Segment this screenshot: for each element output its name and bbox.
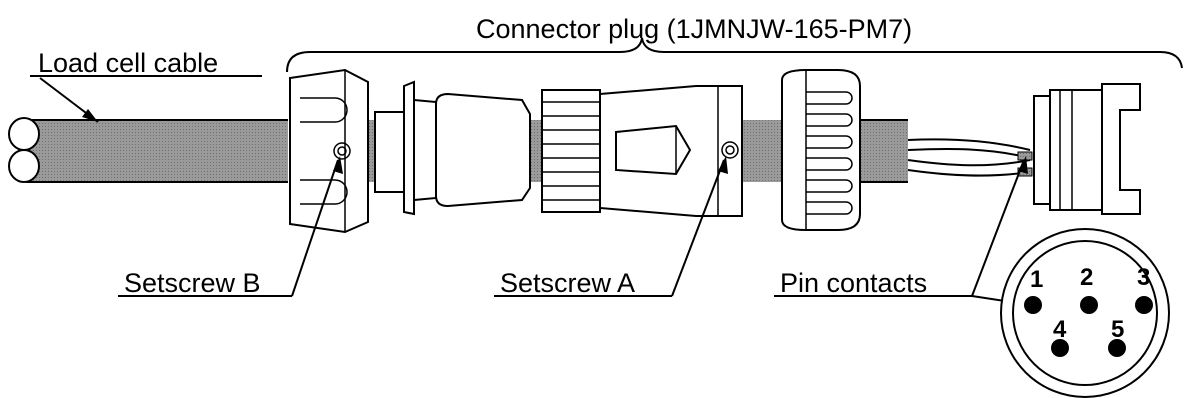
- setscrew-b-label: Setscrew B: [124, 268, 261, 298]
- coupling-ring: [781, 69, 861, 231]
- pin-5-dot: [1108, 339, 1126, 357]
- tapered-body: [435, 92, 531, 208]
- setscrew-a-arrow-icon: [718, 156, 728, 174]
- setscrew-a-label: Setscrew A: [500, 268, 635, 298]
- collar: [374, 80, 437, 216]
- pins-label: Pin contacts: [780, 268, 927, 298]
- cable-clamp: [289, 68, 369, 234]
- setscrew-b-leader: [291, 159, 339, 297]
- title-bracket: [286, 37, 1183, 73]
- cable-label: Load cell cable: [38, 48, 218, 78]
- pins-upper-arrow-icon: [1018, 156, 1028, 174]
- pin-2-dot: [1080, 296, 1098, 314]
- pins-leader-upper: [971, 159, 1025, 297]
- pin-4-label: 4: [1053, 316, 1067, 343]
- pin-3-dot: [1135, 296, 1153, 314]
- setscrew-b-icon: [333, 142, 351, 160]
- pin-1-dot: [1024, 296, 1042, 314]
- pin-2-label: 2: [1080, 264, 1093, 291]
- cable-arrow-icon: [82, 109, 98, 122]
- main-housing: [599, 85, 743, 217]
- threaded-nut: [541, 89, 601, 213]
- setscrew-b-arrow-icon: [333, 156, 343, 174]
- setscrew-a-leader: [671, 159, 725, 297]
- pin-1-label: 1: [1030, 266, 1043, 293]
- pin-5-label: 5: [1111, 316, 1124, 343]
- setscrew-a-icon: [721, 141, 739, 159]
- pins-layer: 1 2 3 4 5: [1024, 264, 1153, 357]
- pin-contact-body: [1033, 83, 1141, 215]
- cable-wires: [907, 138, 1033, 177]
- pin-4-dot: [1051, 339, 1069, 357]
- pin-3-label: 3: [1137, 264, 1150, 291]
- title-label: Connector plug (1JMNJW-165-PM7): [476, 14, 912, 44]
